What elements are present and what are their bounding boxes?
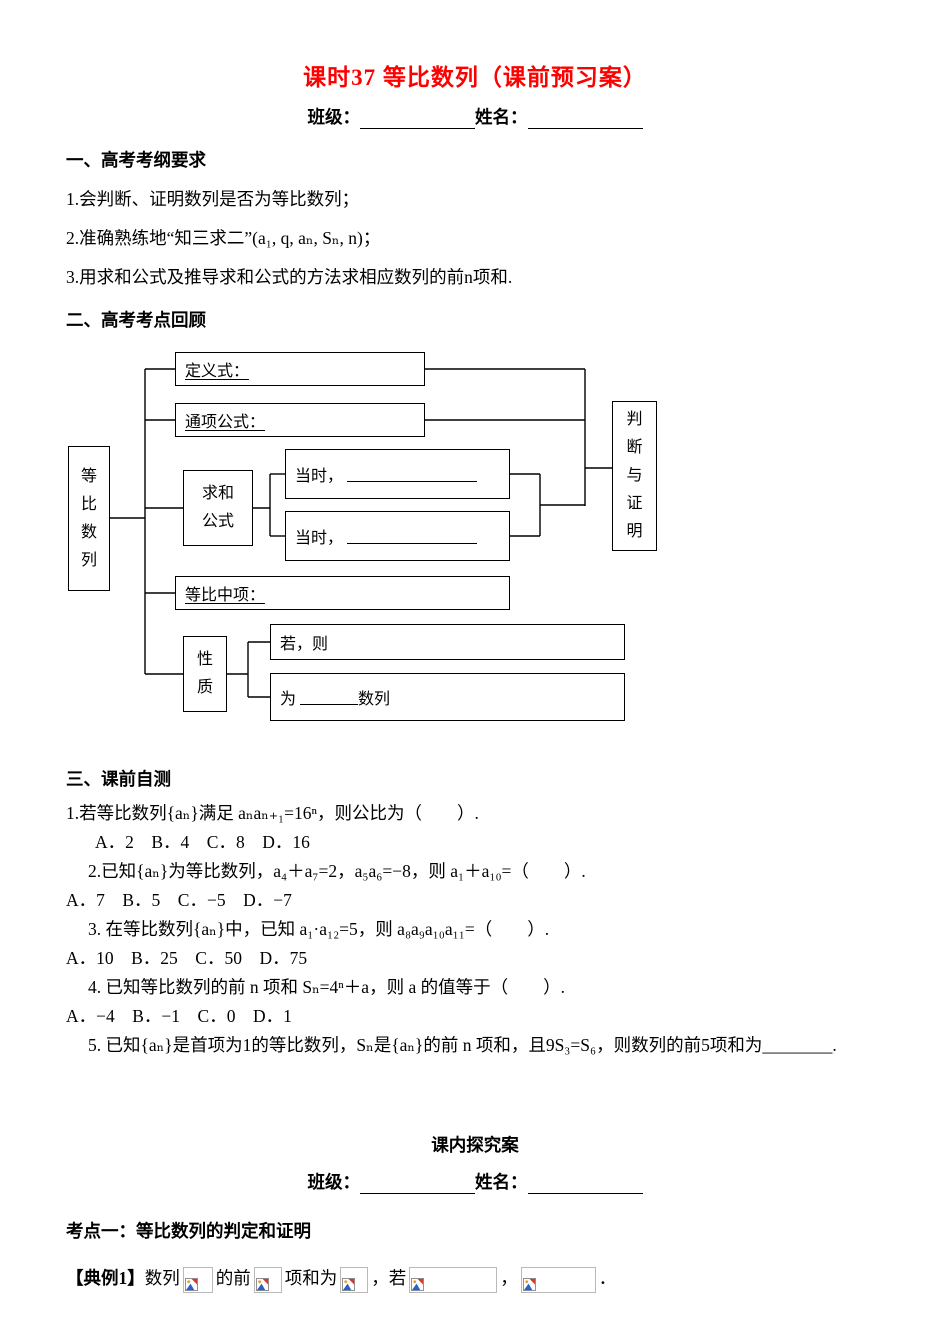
node-geometric-sequence: 等 比 数 列: [68, 446, 110, 591]
class-label: 班级：: [307, 107, 361, 127]
case2-blank-line: [347, 528, 478, 544]
page-title: 课时37 等比数列（课前预习案）: [303, 65, 647, 90]
node-judge-and-prove: 判 断 与 证 明: [612, 401, 657, 551]
node-properties: 性 质: [183, 636, 227, 712]
broken-image-placeholder: [340, 1266, 369, 1293]
broken-image-placeholder: [253, 1266, 282, 1293]
name-label: 姓名：: [475, 107, 528, 127]
selftest-q2: 2.已知{aₙ}为等比数列，a₄＋a₇=2，a₅a₆=−8，则 a₁＋a₁₀=（…: [88, 861, 586, 881]
is-sequence-prefix: 为: [280, 691, 297, 708]
selftest-q2-options: A．7 B．5 C．−5 D．−7: [66, 890, 292, 910]
topic-1-heading: 考点一：等比数列的判定和证明: [66, 1221, 311, 1241]
is-sequence-blank-line: [300, 689, 359, 705]
exploration-name-label: 姓名：: [475, 1172, 528, 1192]
selftest-q4: 4. 已知等比数列的前 n 项和 Sₙ=4ⁿ＋a，则 a 的值等于（ ）.: [88, 977, 565, 997]
class-blank-line: [360, 111, 475, 129]
exploration-name-blank-line: [527, 1176, 643, 1194]
general-formula-label: 通项公式：: [185, 414, 266, 431]
node-is-sequence: 为 数列: [270, 673, 625, 721]
broken-image-icon: [184, 1277, 198, 1291]
node-sum-formula: 求和 公式: [183, 470, 253, 546]
connector-lines: [110, 368, 612, 698]
selftest-q1: 1.若等比数列{aₙ}满足 aₙaₙ₊₁=16ⁿ，则公比为（ ）.: [66, 803, 479, 823]
selftest-q3-options: A．10 B．25 C．50 D．75: [66, 948, 308, 968]
name-blank-line: [527, 111, 643, 129]
broken-image-icon: [255, 1277, 269, 1291]
broken-image-icon: [342, 1277, 356, 1291]
node-sum-case-1: 当时，: [285, 449, 510, 499]
selftest-q1-options: A．2 B．4 C．8 D．16: [95, 832, 310, 852]
broken-image-placeholder: [520, 1266, 596, 1293]
broken-image-placeholder: [409, 1266, 498, 1293]
case1-label: 当时，: [295, 468, 344, 485]
worksheet-page: 课时37 等比数列（课前预习案） 班级： 姓名： 一、高考考纲要求 1.会判断、证…: [66, 65, 884, 1293]
section-review-heading: 二、高考考点回顾: [66, 310, 206, 330]
exploration-heading: 课内探究案: [431, 1135, 519, 1155]
example-text-5: ，: [500, 1268, 518, 1288]
broken-image-icon: [522, 1277, 536, 1291]
exploration-class-name-line: 班级： 姓名：: [66, 1169, 884, 1194]
case1-blank-line: [347, 466, 478, 482]
broken-image-icon: [411, 1277, 425, 1291]
definition-label: 定义式：: [185, 363, 250, 380]
node-geometric-mean: 等比中项：: [175, 576, 510, 610]
example-1-label: 【典例1】: [66, 1268, 145, 1288]
node-sum-case-2: 当时，: [285, 511, 510, 561]
node-if-then: 若，则: [270, 624, 625, 660]
syllabus-item-3: 3.用求和公式及推导求和公式的方法求相应数列的前n项和.: [66, 267, 513, 287]
example-text-6: ．: [598, 1268, 617, 1288]
selftest-q4-options: A．−4 B．−1 C．0 D．1: [66, 1006, 292, 1026]
section-syllabus-heading: 一、高考考纲要求: [66, 150, 206, 170]
concept-map-diagram: 等 比 数 列 定义式： 通项公式： 求和 公式 当时， 当时， 等比中项： 性…: [66, 346, 884, 744]
example-text-2: 的前: [215, 1268, 251, 1288]
example-text-1: 数列: [144, 1268, 180, 1288]
example-text-4: ，若: [371, 1268, 407, 1288]
example-text-3: 项和为: [284, 1268, 338, 1288]
broken-image-placeholder: [182, 1266, 213, 1293]
case2-label: 当时，: [295, 530, 344, 547]
selftest-q5: 5. 已知{aₙ}是首项为1的等比数列，Sₙ是{aₙ}的前 n 项和，且9S₃=…: [88, 1035, 837, 1055]
syllabus-item-2: 2.准确熟练地“知三求二”(a₁, q, aₙ, Sₙ, n)；: [66, 228, 381, 248]
selftest-q3: 3. 在等比数列{aₙ}中，已知 a₁·a₁₂=5，则 a₈a₉a₁₀a₁₁=（…: [88, 919, 550, 939]
exploration-class-label: 班级：: [307, 1172, 361, 1192]
example-1-line: 【典例1】数列 的前 项和为 ，若 ， ．: [66, 1265, 884, 1293]
geometric-mean-label: 等比中项：: [185, 587, 266, 604]
header-class-name-line: 班级： 姓名：: [66, 104, 884, 129]
exploration-class-blank-line: [360, 1176, 475, 1194]
syllabus-item-1: 1.会判断、证明数列是否为等比数列；: [66, 189, 360, 209]
if-then-label: 若，则: [280, 636, 329, 653]
node-general-formula: 通项公式：: [175, 403, 425, 437]
is-sequence-suffix: 数列: [358, 691, 391, 708]
node-definition: 定义式：: [175, 352, 425, 386]
section-selftest-heading: 三、课前自测: [66, 769, 171, 789]
